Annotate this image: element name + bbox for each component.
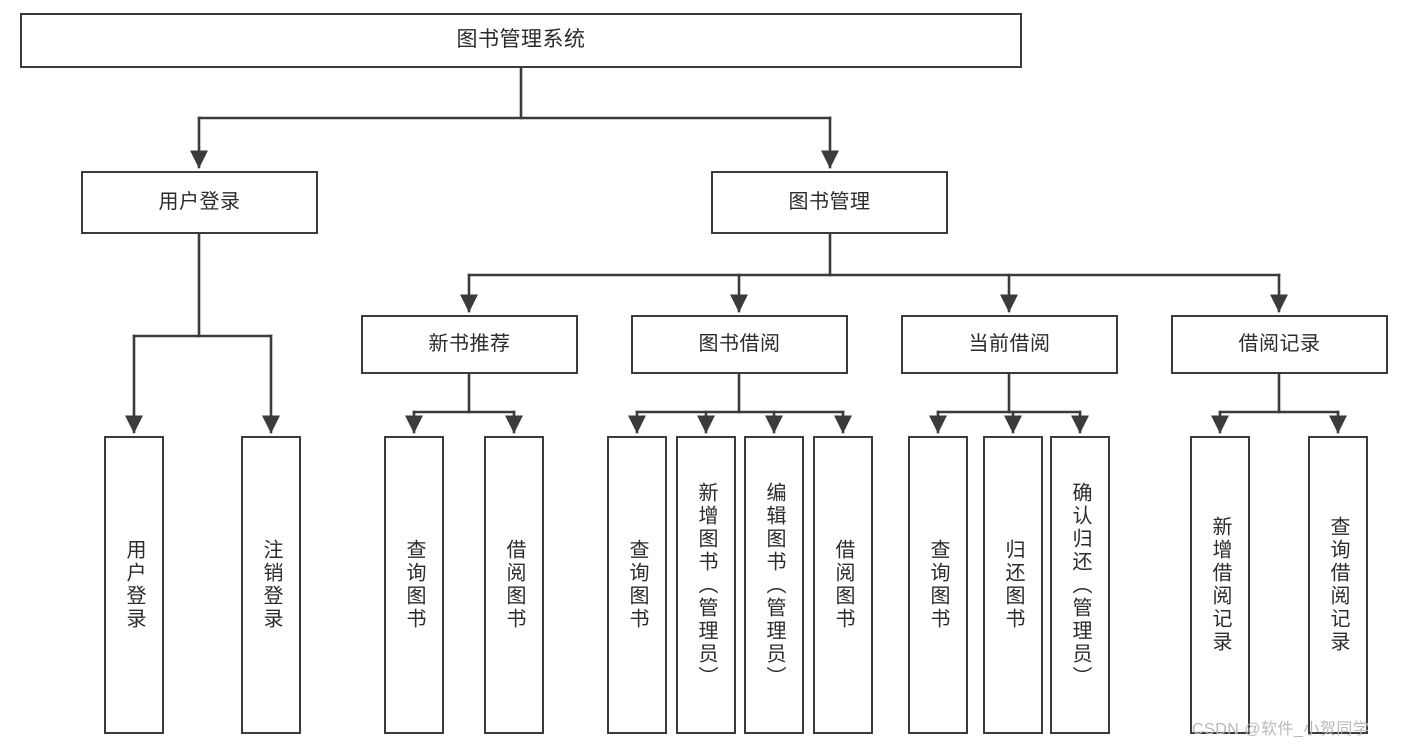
leaf-node[interactable]: 用户登录 <box>104 436 164 734</box>
leaf-node-label: 查询图书 <box>403 539 425 631</box>
leaf-node-label: 查询借阅记录 <box>1327 516 1349 654</box>
node-root[interactable]: 图书管理系统 <box>20 13 1022 68</box>
leaf-node-label: 借阅图书 <box>503 539 525 631</box>
leaf-node[interactable]: 确认归还（管理员） <box>1050 436 1110 734</box>
leaf-node[interactable]: 编辑图书（管理员） <box>744 436 804 734</box>
leaf-node-label: 新增借阅记录 <box>1209 516 1231 654</box>
node-book-management[interactable]: 图书管理 <box>711 171 948 234</box>
leaf-node[interactable]: 归还图书 <box>983 436 1043 734</box>
leaf-node[interactable]: 新增借阅记录 <box>1190 436 1250 734</box>
leaf-node-label: 查询图书 <box>626 539 648 631</box>
node-borrow-records[interactable]: 借阅记录 <box>1171 315 1388 374</box>
node-user-login-label: 用户登录 <box>158 190 241 213</box>
node-current-borrowing[interactable]: 当前借阅 <box>901 315 1118 374</box>
leaf-node[interactable]: 查询图书 <box>384 436 444 734</box>
leaf-node-label: 注销登录 <box>260 539 282 631</box>
leaf-node[interactable]: 查询图书 <box>908 436 968 734</box>
leaf-node[interactable]: 查询图书 <box>607 436 667 734</box>
node-new-book-recommendation-label: 新书推荐 <box>428 332 511 355</box>
node-user-login[interactable]: 用户登录 <box>81 171 318 234</box>
node-root-label: 图书管理系统 <box>456 28 586 52</box>
node-book-borrowing-label: 图书借阅 <box>698 332 781 355</box>
leaf-node[interactable]: 借阅图书 <box>813 436 873 734</box>
node-book-management-label: 图书管理 <box>788 190 871 213</box>
leaf-node-label: 确认归还（管理员） <box>1069 481 1091 689</box>
node-new-book-recommendation[interactable]: 新书推荐 <box>361 315 578 374</box>
leaf-node-label: 编辑图书（管理员） <box>763 481 785 689</box>
node-borrow-records-label: 借阅记录 <box>1238 332 1321 355</box>
leaf-node[interactable]: 注销登录 <box>241 436 301 734</box>
node-book-borrowing[interactable]: 图书借阅 <box>631 315 848 374</box>
leaf-node[interactable]: 借阅图书 <box>484 436 544 734</box>
leaf-node-label: 归还图书 <box>1002 539 1024 631</box>
leaf-node-label: 用户登录 <box>123 539 145 631</box>
leaf-node-label: 查询图书 <box>927 539 949 631</box>
leaf-node-label: 新增图书（管理员） <box>695 481 717 689</box>
leaf-node[interactable]: 新增图书（管理员） <box>676 436 736 734</box>
watermark: CSDN @软件_小贺同学 <box>1192 721 1370 738</box>
leaf-node[interactable]: 查询借阅记录 <box>1308 436 1368 734</box>
node-current-borrowing-label: 当前借阅 <box>968 332 1051 355</box>
leaf-node-label: 借阅图书 <box>832 539 854 631</box>
